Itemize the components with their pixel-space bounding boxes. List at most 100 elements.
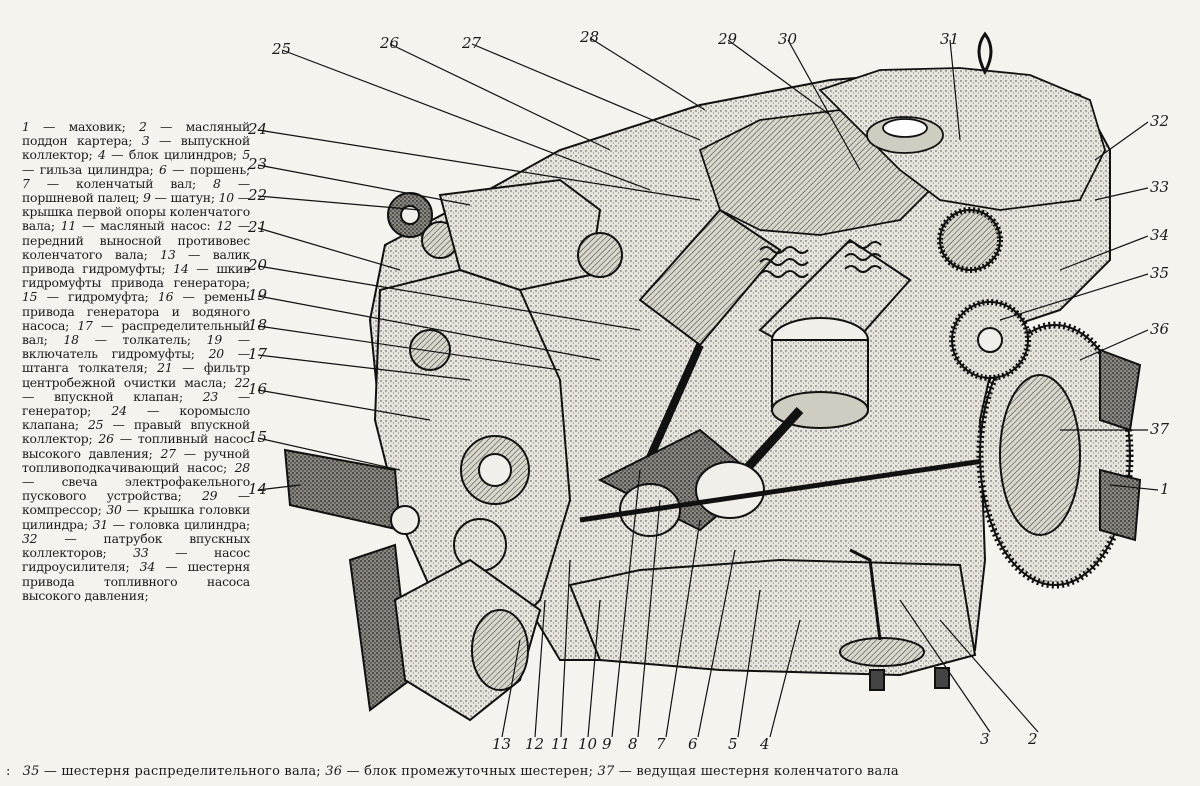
legend-item-number: 30 [106, 502, 122, 518]
callout-27: 27 [462, 34, 482, 52]
callout-32: 32 [1150, 112, 1170, 130]
legend-item-number: 4 [97, 147, 106, 163]
legend-item-text: штанга толкателя; [22, 360, 148, 376]
parts-legend: 1 — маховик; 2 — масляный поддон картера… [22, 119, 251, 603]
callout-22: 22 [248, 186, 268, 204]
legend-item: 14 — шкив гидромуфты привода генератора; [22, 261, 251, 291]
legend-item: 28 — свеча электрофакельного пускового у… [22, 459, 250, 504]
legend-item-text: блок промежуточных шестерен; [364, 764, 594, 779]
legend-item-number: 27 [160, 445, 176, 461]
legend-item-number: 23 [202, 388, 219, 404]
leader-line-5 [737, 589, 761, 738]
valve-springs [759, 241, 882, 278]
legend-item-number: 8 [213, 175, 221, 191]
legend-item-number: 14 [173, 261, 189, 277]
leader-line-10 [587, 599, 601, 738]
legend-item-number: 17 [77, 317, 93, 333]
leader-line-34 [1059, 235, 1149, 271]
leader-line-15 [257, 437, 401, 471]
legend-item: 24 — коромысло клапана; [22, 403, 250, 433]
legend-item-text: коленчатый вал; [76, 175, 196, 191]
legend-item-text: маховик; [68, 119, 126, 134]
legend-item-text: поршневой палец; [22, 190, 140, 206]
leader-line-16 [257, 389, 431, 421]
legend-item-number: 15 [22, 289, 38, 305]
legend-item-text: крышка первой опоры коленчатого вала; [22, 204, 250, 234]
front-accessories [373, 178, 623, 642]
leader-line-2 [939, 619, 1039, 733]
leader-line-33 [1094, 187, 1149, 201]
footer-prefix: : [6, 764, 11, 779]
callout-10: 10 [578, 735, 598, 753]
legend-item-number: 2 [138, 119, 147, 134]
legend-item: 13 — валик привода гидромуфты; [22, 246, 250, 277]
legend-item-text: фильтр центробежной очистки масла; [22, 360, 250, 390]
cylinder-heads [698, 31, 1106, 236]
callout-24: 24 [248, 120, 268, 138]
legend-item-number: 20 [208, 346, 225, 362]
legend-item-number: 6 [158, 161, 167, 177]
legend-item-number: 1 [22, 119, 30, 134]
legend-item-text: насос гидроусилителя; [22, 545, 250, 575]
legend-item-number: 16 [157, 289, 174, 305]
legend-item-text: компрессор; [22, 502, 102, 518]
legend-item-text: крышка головки цилиндра; [22, 502, 251, 532]
callout-2: 2 [1028, 730, 1038, 748]
legend-item: 26 — топливный насос высокого давления; [22, 431, 250, 461]
leader-line-8 [637, 499, 661, 738]
leader-line-6 [697, 549, 736, 738]
callout-16: 16 [248, 380, 268, 398]
legend-item-number: 25 [88, 417, 104, 433]
legend-item: 19 — включатель гидромуфты; [22, 332, 250, 362]
legend-item-number: 35 [22, 764, 40, 779]
callout-36: 36 [1150, 320, 1170, 338]
leader-line-25 [281, 49, 651, 191]
callout-leaders [257, 37, 1159, 738]
leader-line-24 [257, 129, 701, 201]
leader-line-9 [611, 469, 641, 738]
leader-line-3 [899, 599, 991, 733]
legend-item-number: 21 [157, 360, 173, 376]
callout-37: 37 [1150, 420, 1170, 438]
callout-6: 6 [688, 735, 698, 753]
legend-item: 8 — поршневой палец; [22, 175, 250, 206]
legend-item-number: 31 [92, 516, 109, 532]
legend-item-text: толкатель; [122, 332, 191, 348]
leader-line-17 [257, 354, 471, 381]
legend-item-number: 32 [22, 530, 38, 546]
legend-item: 9 — шатун; [143, 190, 215, 206]
legend-item-text: шатун; [170, 190, 215, 206]
legend-item-text: патрубок впускных коллекторов; [22, 530, 250, 561]
legend-item-text: генератор; [22, 403, 92, 419]
legend-item: 3 — выпускной коллектор; [22, 133, 250, 163]
legend-item-number: 18 [63, 332, 79, 348]
legend-item: 12 — передний выносной противовес коленч… [22, 218, 251, 262]
callout-26: 26 [380, 34, 400, 52]
legend-item-number: 36 [325, 764, 343, 779]
legend-item: 23 — генератор; [22, 388, 251, 419]
callout-12: 12 [525, 735, 545, 753]
leader-line-21 [257, 227, 401, 271]
callout-30: 30 [778, 30, 798, 48]
leader-line-30 [787, 39, 861, 171]
legend-item-number: 5 [242, 147, 251, 163]
leader-line-29 [727, 39, 831, 116]
leader-line-7 [665, 519, 701, 738]
legend-item-text: шестерня привода топливного насоса высок… [22, 559, 250, 603]
legend-item-number: 37 [597, 764, 615, 779]
legend-item-text: гидромуфта; [68, 289, 149, 305]
legend-item: 18 — толкатель; [63, 332, 191, 348]
legend-item-text: шестерня распределительного вала; [61, 764, 321, 779]
callout-34: 34 [1150, 226, 1170, 244]
legend-item: 16 — ремень привода генератора и водяног… [22, 289, 251, 333]
flywheel [976, 321, 1142, 589]
legend-item-number: 3 [141, 133, 150, 149]
callout-15: 15 [248, 428, 268, 446]
legend-item: 21 — фильтр центробежной очистки масла; [22, 360, 250, 390]
callout-29: 29 [718, 30, 738, 48]
legend-item: 11 — масляный насос: [60, 218, 211, 234]
legend-item: 34 — шестерня привода топливного насоса … [22, 559, 250, 603]
legend-item: 10 — крышка первой опоры коленчатого вал… [22, 190, 250, 234]
callout-35: 35 [1150, 264, 1170, 282]
legend-item-text: головка цилиндра; [129, 516, 250, 532]
